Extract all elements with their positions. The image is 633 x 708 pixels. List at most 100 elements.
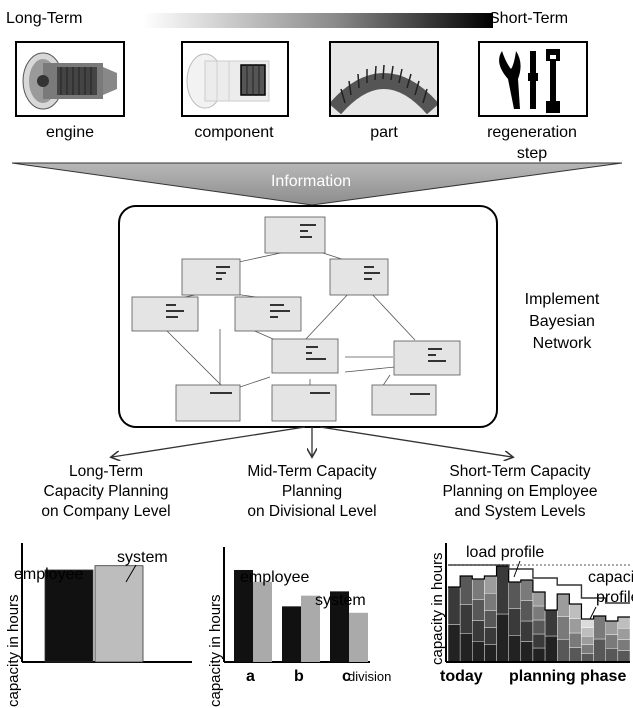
mid-term-title: Mid-Term Capacity Planning on Divisional…: [214, 462, 410, 522]
chart3-load-bar-14-seg-2: [617, 628, 631, 640]
chart1-bar-employee: [44, 569, 94, 663]
chart3-load-bar-3-seg-1: [484, 627, 497, 645]
chart3-load-bar-8-seg-0: [544, 635, 558, 663]
network-caption-line-1: Implement: [524, 291, 600, 308]
chart2-bar-a-employee: [234, 569, 253, 662]
chart1-bar-system: [94, 565, 144, 663]
mid-term-title-line-3: on Divisional Level: [247, 503, 377, 520]
chart3-load-bar-5-seg-1: [508, 608, 521, 636]
chart3-annotation-load-profile: load profile: [466, 544, 544, 561]
chart3-load-bar-6-seg-1: [520, 620, 534, 642]
chart3-load-bar-10-seg-3: [569, 603, 582, 619]
chart3-load-bar-14-seg-3: [617, 616, 631, 629]
short-term-title-line-2: Planning on Employee: [442, 483, 598, 500]
chart3-load-bar-7-seg-4: [532, 591, 546, 607]
chart1-system-leader: [125, 564, 137, 583]
short-term-title-line-3: and System Levels: [454, 503, 586, 520]
chart3-load-bar-6-seg-2: [520, 600, 534, 622]
engine-icon: [22, 52, 117, 110]
network-caption: Implement Bayesian Network: [502, 289, 622, 355]
chart3-load-bar-9-seg-1: [557, 616, 570, 640]
tools-image: [478, 41, 588, 117]
chart2-tick-b: b: [294, 668, 304, 685]
part-image: [329, 41, 439, 117]
chart3-load-leader: [513, 560, 521, 578]
arrow-to-short-term: [319, 426, 512, 457]
chart3-load-bar-7-seg-0: [532, 647, 546, 663]
chart3-load-bar-11-seg-1: [581, 644, 594, 654]
object-label-engine: engine: [45, 124, 95, 141]
chart2-bar-a-system: [253, 581, 272, 662]
chart3-y-label: capacity in hours: [429, 552, 446, 665]
chart3-load-bar-10-seg-2: [569, 618, 582, 634]
chart3-load-bar-7-seg-2: [532, 619, 546, 635]
chart2-bar-b-system: [301, 595, 320, 662]
chart3-annotation-capacity: capacity: [588, 569, 633, 586]
chart3-load-bar-13-seg-2: [605, 620, 619, 635]
chart3-load-bar-11-seg-0: [581, 653, 594, 663]
chart3-load-bar-3-seg-3: [484, 593, 497, 611]
chart3-load-bar-6-seg-0: [520, 641, 534, 663]
chart3-load-bar-5-seg-2: [508, 581, 521, 609]
chart1-label-employee: employee: [14, 566, 83, 583]
chart3-load-bar-10-seg-0: [569, 647, 582, 663]
chart2-label-system: system: [315, 592, 366, 609]
chart3-load-bar-9-seg-0: [557, 639, 570, 663]
chart3-load-bar-13-seg-1: [605, 634, 619, 649]
component-icon: [186, 53, 270, 109]
chart3-load-bar-13-seg-0: [605, 648, 619, 663]
chart3-load-bar-3-seg-0: [484, 644, 497, 663]
scale-left-label: Long-Term: [6, 10, 83, 27]
chart3-load-bar-12-seg-1: [593, 615, 606, 640]
output-arrows: [0, 426, 633, 470]
chart2-bar-c-system: [349, 612, 368, 662]
bayesian-network-panel: [118, 205, 498, 428]
chart3-load-profile-line: [448, 565, 630, 622]
object-label-component: component: [194, 124, 274, 141]
information-funnel: [11, 162, 623, 206]
chart3-load-bar-11-seg-4: [581, 618, 594, 628]
chart2-tick-c: c: [342, 668, 351, 685]
object-label-regeneration-step: regeneration step: [487, 124, 577, 162]
chart2-x-label: division: [348, 669, 391, 684]
timescale-gradient-bar: [143, 13, 493, 28]
chart3-x-label-today: today: [440, 668, 483, 685]
scale-right-label: Short-Term: [489, 10, 569, 27]
chart3-load-bar-7-seg-1: [532, 633, 546, 649]
tools-icon: [499, 49, 560, 113]
chart3-load-bar-8-seg-1: [544, 609, 558, 637]
short-term-title-line-1: Short-Term Capacity: [449, 463, 591, 480]
long-term-title-line-1: Long-Term: [68, 463, 144, 480]
chart3-load-bar-3-seg-2: [484, 610, 497, 628]
chart3-load-bar-6-seg-3: [520, 579, 534, 601]
chart3-load-bar-5-seg-0: [508, 635, 521, 663]
chart3-load-bar-4-seg-1: [496, 565, 509, 615]
chart3-load-bar-11-seg-3: [581, 627, 594, 637]
chart3-load-bar-14-seg-0: [617, 650, 631, 663]
chart3-load-bar-7-seg-3: [532, 605, 546, 621]
chart3-load-bar-10-seg-1: [569, 632, 582, 648]
mid-term-title-line-1: Mid-Term Capacity: [247, 463, 377, 480]
chart3-load-bar-2-seg-3: [472, 578, 485, 600]
chart1-label-system: system: [117, 549, 168, 566]
engine-image: [15, 41, 125, 117]
capacity-charts: capacity in hours employee system capacity …: [5, 543, 633, 707]
chart3-load-bar-14-seg-1: [617, 639, 631, 651]
network-caption-line-3: Network: [532, 335, 592, 352]
chart3-load-bar-9-seg-2: [557, 593, 570, 617]
network-caption-line-2: Bayesian: [529, 313, 595, 330]
long-term-title: Long-Term Capacity Planning on Company L…: [10, 462, 202, 522]
part-icon: [331, 43, 437, 115]
short-term-title: Short-Term Capacity Planning on Employee…: [410, 462, 630, 522]
chart1-y-label: capacity in hours: [5, 594, 22, 707]
chart3-load-bar-11-seg-2: [581, 635, 594, 645]
object-label-part: part: [370, 124, 398, 141]
chart3-load-bar-3-seg-4: [484, 575, 497, 594]
chart2-bar-b-employee: [282, 606, 301, 662]
bayesian-network-diagram: [131, 216, 461, 422]
chart3-load-bar-0-seg-0: [447, 624, 461, 663]
mid-term-title-line-2: Planning: [281, 483, 343, 500]
component-image: [181, 41, 289, 117]
chart3-capacity-leader: [589, 606, 597, 620]
chart3-load-bar-1-seg-0: [459, 633, 473, 663]
